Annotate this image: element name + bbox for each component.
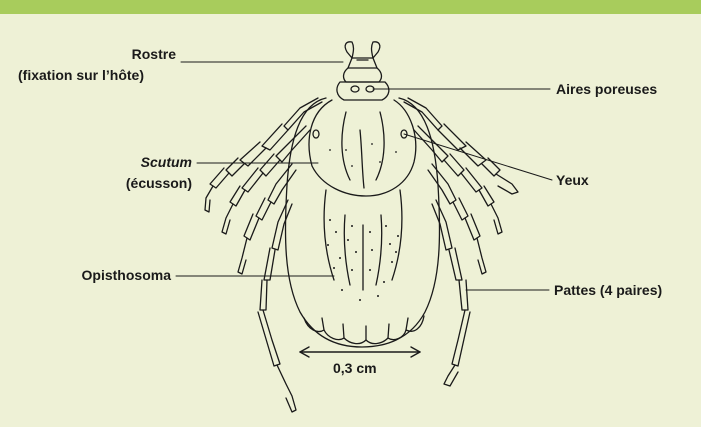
yeux-label: Yeux	[556, 171, 589, 190]
right-legs	[404, 98, 518, 386]
scutum-label-text: Scutum	[141, 154, 192, 170]
scale-label: 0,3 cm	[333, 360, 377, 376]
scutum-sub-label: (écusson)	[100, 174, 192, 193]
aires-poreuses-label: Aires poreuses	[556, 80, 657, 99]
capitulum-drawing	[337, 82, 389, 100]
scale-bar	[300, 347, 420, 357]
rostre-label: Rostre	[90, 45, 176, 64]
opisthosoma-label: Opisthosoma	[36, 266, 171, 285]
pattes-label: Pattes (4 paires)	[554, 281, 662, 300]
scutum-label: Scutum	[100, 153, 192, 172]
yeux-leader	[404, 134, 552, 180]
rostre-sub-label: (fixation sur l’hôte)	[18, 66, 144, 85]
scutum-drawing	[309, 100, 416, 196]
rostre-drawing	[344, 42, 382, 82]
body-outline	[285, 98, 439, 347]
opisthosoma-grooves	[324, 190, 402, 290]
left-legs	[205, 98, 322, 412]
